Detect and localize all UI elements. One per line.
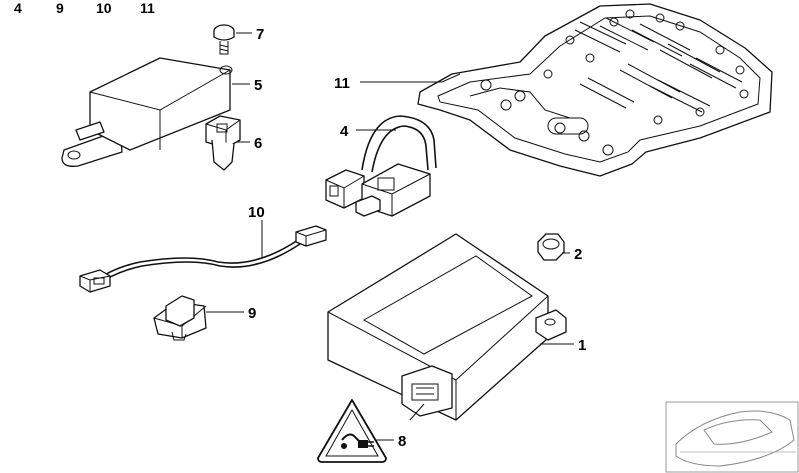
clip-part xyxy=(153,295,207,341)
vehicle-thumbnail xyxy=(665,401,799,473)
callout-2: 2 xyxy=(574,246,582,263)
header-number-11: 11 xyxy=(140,0,155,16)
callout-11: 11 xyxy=(334,75,350,92)
callout-labels: 7 5 6 11 4 10 9 2 1 8 xyxy=(248,26,586,450)
header-numbers: 4 9 10 11 xyxy=(14,0,155,16)
screw-part xyxy=(213,24,235,55)
callout-1: 1 xyxy=(578,337,586,354)
header-number-9: 9 xyxy=(56,0,64,16)
callout-8: 8 xyxy=(398,433,406,450)
control-unit-part xyxy=(327,233,567,421)
callout-9: 9 xyxy=(248,305,256,322)
callout-6: 6 xyxy=(254,135,262,152)
gasket-plate-part xyxy=(417,3,773,177)
leader-lines xyxy=(206,32,574,441)
wiring-harness-part xyxy=(325,115,437,217)
warning-label-part xyxy=(317,399,387,463)
callout-7: 7 xyxy=(256,26,264,43)
callout-4: 4 xyxy=(340,123,349,140)
cable-part xyxy=(79,225,327,293)
header-number-4: 4 xyxy=(14,0,22,16)
sensor-bracket-part xyxy=(61,57,233,167)
header-number-10: 10 xyxy=(96,0,112,16)
callout-10: 10 xyxy=(248,204,265,221)
clip-nut-part xyxy=(205,115,241,171)
callout-5: 5 xyxy=(254,77,262,94)
nut-part xyxy=(537,233,565,261)
